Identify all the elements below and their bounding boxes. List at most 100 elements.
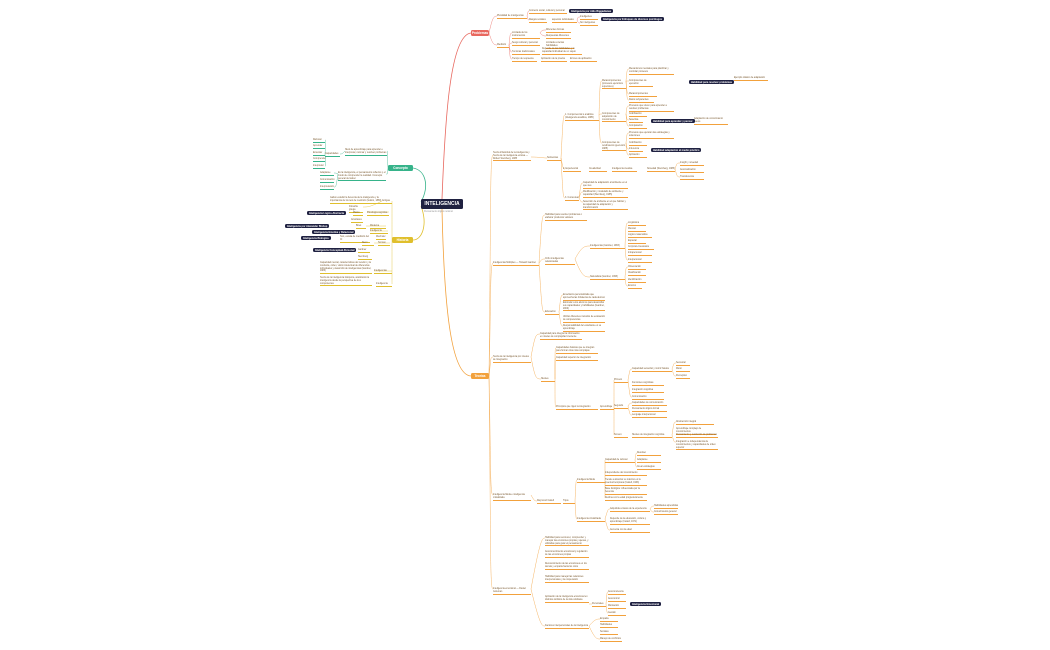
- topic-t53[interactable]: Niveles: [541, 378, 555, 382]
- topic-p8[interactable]: Limitada de los instrumentos: [512, 32, 540, 39]
- topic-t66[interactable]: Segundo: [614, 405, 628, 409]
- highlight-topic-d3[interactable]: Habilidad para resolver problemas: [689, 80, 734, 85]
- topic-h7[interactable]: Binet: [356, 225, 366, 229]
- topic-t41[interactable]: Naturalista (Gardner, 1995): [590, 276, 625, 280]
- branch-concepto[interactable]: Concepto: [388, 165, 413, 171]
- topic-t77[interactable]: Raymond Cattell: [537, 500, 561, 504]
- topic-t70[interactable]: Tercero: [614, 434, 628, 438]
- topic-t72[interactable]: Abstracción integral: [676, 421, 714, 425]
- topic-t60[interactable]: Sensorial: [676, 362, 690, 366]
- topic-t78[interactable]: Tipos: [563, 500, 575, 504]
- topic-h10[interactable]: Wechsler: [376, 236, 386, 240]
- topic-t25[interactable]: Transferencia: [680, 176, 704, 180]
- topic-t103[interactable]: Motivación: [608, 605, 626, 609]
- topic-h18[interactable]: Teoría de la inteligencia triárquica, an…: [320, 277, 372, 287]
- topic-p1[interactable]: Pluralidad de inteligencias: [497, 15, 527, 19]
- topic-t89[interactable]: Adquirida a través de la experiencia: [610, 508, 650, 512]
- topic-c9[interactable]: Adaptarse: [320, 172, 334, 176]
- topic-p17[interactable]: Errores de aplicación: [570, 58, 597, 62]
- topic-t47[interactable]: Enseñanza personalizada que aprovecha la…: [563, 294, 605, 301]
- topic-t83[interactable]: Crear estrategias: [637, 466, 661, 470]
- central-topic[interactable]: INTELIGENCIA: [421, 199, 463, 209]
- topic-t75[interactable]: Integración e independencia de conocimie…: [676, 441, 718, 451]
- highlight-topic-d5[interactable]: Habilidad adaptación al medio práctico: [651, 148, 702, 153]
- topic-t28[interactable]: Modificación y modelado de ambiente y ca…: [583, 191, 628, 198]
- topic-t10[interactable]: Procesos que sirven para aprender a reso…: [629, 105, 674, 112]
- topic-p12[interactable]: Limitada a ciertas habilidades: [546, 42, 574, 49]
- highlight-topic-d6[interactable]: Inteligencia Emocional: [630, 602, 662, 607]
- branch-problemas[interactable]: Problemas: [471, 30, 489, 36]
- topic-t96[interactable]: Autoconocimiento emocional y regulación …: [545, 551, 589, 558]
- topic-t54[interactable]: Capacidades básicas que se integran para…: [556, 347, 598, 354]
- topic-t14[interactable]: Componentes de rendimiento (ejecución, 1…: [602, 142, 626, 152]
- topic-t11[interactable]: Codificación: [629, 113, 647, 117]
- topic-c8[interactable]: Es la inteligencia, el pensamiento refle…: [338, 172, 386, 182]
- topic-t69[interactable]: Lenguaje interpersonal: [632, 414, 667, 418]
- topic-h16[interactable]: Capacidad mental, características del ce…: [320, 262, 372, 275]
- topic-t3[interactable]: 1. Componencial o analítica (Inteligenci…: [565, 114, 599, 121]
- topic-t88[interactable]: Inteligencia cristalizada: [577, 518, 605, 522]
- topic-t95[interactable]: Habilidad para reconocer, comprender y m…: [545, 537, 589, 547]
- topic-t21[interactable]: Inteligencia creativa: [612, 168, 637, 172]
- topic-t91[interactable]: Conocimiento general: [654, 511, 678, 515]
- topic-t67[interactable]: Capacidades de comunicación: [632, 402, 667, 406]
- topic-t81[interactable]: Resolver: [637, 452, 661, 456]
- topic-t82[interactable]: Adaptarse: [637, 459, 661, 463]
- highlight-topic-d7[interactable]: Inteligencia Lógico-Abstracta: [307, 211, 347, 216]
- topic-t50[interactable]: Responsabilidad del estudiante en su apr…: [563, 325, 605, 332]
- topic-p6[interactable]: No inteligentes: [580, 22, 598, 26]
- topic-e2[interactable]: Adaptación de conocimiento nuevo: [694, 118, 728, 125]
- branch-teorias[interactable]: Teorías: [471, 373, 489, 379]
- topic-t33[interactable]: Inteligencias (Gardner, 1983): [590, 245, 625, 249]
- topic-t9[interactable]: Componentes de adquisición de conocimien…: [602, 113, 626, 123]
- topic-t35[interactable]: Musical: [628, 228, 646, 232]
- topic-c1[interactable]: Nivel de aprendizaje para aprender e int…: [345, 149, 387, 156]
- topic-t22[interactable]: Novedad (Sternberg, 1985): [647, 168, 675, 172]
- topic-h6[interactable]: Aristóteles: [351, 219, 363, 223]
- topic-t27[interactable]: Capacidad de adaptación al ambiente en e…: [583, 182, 628, 189]
- topic-t65[interactable]: Comunicación: [632, 396, 664, 400]
- topic-t79[interactable]: Inteligencia fluida: [577, 479, 605, 483]
- topic-t99[interactable]: Aplicación de la inteligencia emocional …: [545, 596, 589, 603]
- topic-p14[interactable]: Depende de las habilidades y la capacida…: [542, 48, 582, 55]
- topic-t58[interactable]: Primero: [614, 379, 628, 383]
- topic-h2[interactable]: Antigua: [382, 200, 392, 204]
- topic-h1[interactable]: Galton estudió la herencia de la intelig…: [330, 197, 382, 204]
- topic-t1[interactable]: Teoría trifactorial de la inteligencia y…: [493, 152, 531, 162]
- topic-t74[interactable]: Pensamiento y resolución de problemas: [676, 434, 718, 438]
- topic-t20[interactable]: Creatividad: [589, 168, 607, 172]
- topic-t92[interactable]: Depende de la educación, cultura y apren…: [610, 518, 650, 525]
- topic-t90[interactable]: Habilidades aprendidas: [654, 505, 679, 509]
- topic-t76[interactable]: Inteligencia fluida e inteligencia crist…: [493, 494, 531, 501]
- topic-t56[interactable]: Principios que rigen la integración: [556, 406, 598, 410]
- topic-t61[interactable]: Motor: [676, 368, 690, 372]
- topic-t107[interactable]: Habilidades: [600, 624, 618, 628]
- topic-h8[interactable]: Moderna: [370, 225, 386, 229]
- topic-t45[interactable]: Entorno: [628, 285, 642, 289]
- topic-t30[interactable]: Inteligencias Múltiples — Howard Gardner: [493, 262, 539, 266]
- topic-t24[interactable]: Automatización: [680, 169, 704, 173]
- highlight-topic-d4[interactable]: Habilidad para aprender y pensar: [651, 119, 695, 124]
- topic-t71[interactable]: Niveles de integración cognitiva: [632, 434, 672, 438]
- topic-t86[interactable]: Base biológica: influenciada por la here…: [605, 488, 647, 495]
- topic-t49[interactable]: Utilizar diferentes métodos de evaluació…: [563, 316, 606, 323]
- topic-c2[interactable]: Capacidades: [325, 153, 340, 157]
- topic-p4[interactable]: aspectos individuales: [552, 19, 577, 23]
- topic-p5[interactable]: Inteligentes: [580, 16, 598, 20]
- topic-t85[interactable]: Tiende a alcanzar su máximo en la juvent…: [605, 479, 647, 486]
- topic-p13[interactable]: Técnicas tradicionales: [512, 51, 540, 55]
- topic-t38[interactable]: Corporal-cinestésica: [628, 246, 654, 250]
- topic-t102[interactable]: Autocontrol: [608, 598, 626, 602]
- topic-t7[interactable]: Metacomponentes: [629, 93, 657, 97]
- topic-t18[interactable]: Aplicación: [629, 154, 647, 158]
- highlight-topic-d8[interactable]: Inteligencia por Alexander Bishop: [285, 224, 330, 229]
- topic-t48[interactable]: Estimular a los alumnos para desarrollar…: [563, 302, 605, 312]
- topic-t40[interactable]: Interpersonal: [628, 259, 652, 263]
- topic-t29[interactable]: Selección de ambiente en el que habitar …: [583, 201, 628, 211]
- topic-t12[interactable]: Selectiva: [629, 119, 643, 123]
- topic-t5[interactable]: Mecanismos mentales para planificar y co…: [629, 68, 674, 75]
- topic-t15[interactable]: Procesos que ejecutan las estrategias y …: [629, 132, 674, 139]
- topic-p3[interactable]: Rasgos sociales: [529, 19, 547, 23]
- topic-t84[interactable]: Independiente del conocimiento: [605, 472, 647, 476]
- topic-h14[interactable]: Gardner: [358, 249, 370, 253]
